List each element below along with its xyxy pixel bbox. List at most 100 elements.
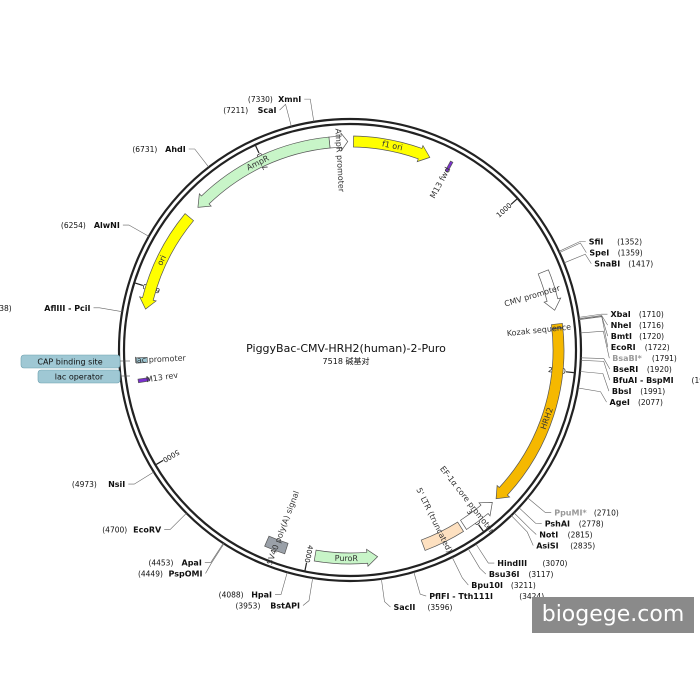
site-name-ahdi: AhdI (165, 145, 186, 154)
feature-m13-rev: M13 rev (137, 371, 179, 384)
site-name-spei: SpeI (589, 249, 609, 258)
site-pos-ppumi: (2710) (594, 508, 619, 517)
site-pos-xmni: (7330) (248, 95, 273, 104)
lac-operator-tag: lac operator (37, 369, 130, 384)
site-scai: ScaI(7211) (223, 103, 292, 127)
feature-label-f1-ori: f1 ori (381, 139, 403, 152)
feature-shape-cmv-promoter (537, 269, 562, 311)
site-leader-bstapi (302, 577, 314, 606)
feature-shape-hrh2 (495, 322, 565, 500)
site-leader-bseri (580, 357, 611, 370)
site-leader-xmni (304, 98, 315, 122)
site-name-xmni: XmnI (278, 95, 301, 104)
tick-1000 (510, 198, 518, 205)
feature-puror: PuroR (313, 548, 379, 568)
site-leader-bbsi (579, 371, 610, 392)
site-pos-xbai: (1710) (639, 310, 664, 319)
tick-7000 (255, 145, 260, 154)
site-pos-ecorv: (4700) (102, 525, 127, 534)
site-pos-bsu36i: (3117) (528, 570, 553, 579)
site-snabi: SnaBI(1417) (563, 253, 653, 269)
watermark-logo: biogege.com (532, 597, 694, 633)
plasmid-name: PiggyBac-CMV-HRH2(human)-2-Puro (246, 342, 446, 355)
site-sacii: SacII(3596) (381, 578, 453, 612)
site-bsabi: BsaBI*(1791) (580, 330, 677, 363)
site-name-bfuai-bspmi: BfuAI - BspMI (613, 376, 674, 385)
site-name-apai: ApaI (182, 558, 202, 567)
feature-lac-promoter: lac promoter (134, 354, 186, 366)
feature-shape-ef-1-core-promoter (460, 502, 493, 530)
site-pos-pspomi: (4449) (138, 569, 163, 578)
tick-label-4000: 4000 (303, 544, 314, 563)
site-leader-nsii (128, 471, 154, 485)
site-leader-asisi (510, 515, 534, 546)
site-leader-ahdi (188, 148, 210, 168)
site-leader-snabi (563, 253, 592, 264)
feature-5-ltr-truncated: 5' LTR (truncated) (414, 486, 464, 554)
site-pos-hpai: (4088) (219, 590, 244, 599)
site-ecorv: EcoRV (4700) (102, 512, 187, 534)
site-leader-bfuai-bspmi (580, 360, 611, 381)
site-pos-alwni: (6254) (61, 221, 86, 230)
site-afliii-pcii: AflIII - PciI(5838) (0, 304, 123, 313)
site-name-bpu10i: Bpu10I (471, 581, 503, 590)
site-bpu10i: Bpu10I(3211) (451, 557, 536, 590)
site-nsii: NsiI(4973) (72, 471, 154, 489)
site-leader-agei (577, 387, 607, 403)
site-name-agei: AgeI (610, 398, 630, 407)
site-name-nhei: NheI (611, 321, 632, 330)
site-pos-bbsi: (1991) (640, 387, 665, 396)
site-name-ecorv: EcoRV (133, 525, 162, 534)
feature-m13-fwd: M13 fwd (428, 160, 454, 200)
site-name-pflfi-tth111i: PflFI - Tth111I (429, 592, 493, 601)
plasmid-length: 7518 碱基对 (323, 356, 370, 366)
site-asisi: AsiSI(2835) (510, 515, 595, 550)
feature-shape-puror (313, 548, 379, 568)
site-name-bseri: BseRI (613, 365, 638, 374)
feature-ori: ori (138, 213, 195, 310)
site-name-xbai: XbaI (610, 310, 630, 319)
feature-cmv-promoter: CMV promoter (503, 269, 562, 311)
feature-label-ori: ori (155, 254, 168, 267)
center-title: PiggyBac-CMV-HRH2(human)-2-Puro 7518 碱基对 (246, 342, 446, 366)
cap-binding-site-label: CAP binding site (37, 358, 102, 367)
site-pos-bstapi: (3953) (235, 601, 260, 610)
site-pos-spei: (1359) (618, 249, 643, 258)
site-leader-apai (204, 543, 224, 563)
site-pos-bfuai-bspmi: (1933) (692, 376, 700, 385)
feature-hrh2: HRH2 (495, 322, 565, 500)
site-pos-afliii-pcii: (5838) (0, 304, 12, 313)
site-ppumi: PpuMI* (2710) (527, 497, 619, 517)
feature-shape-5-ltr-truncated (420, 521, 464, 551)
lac-operator-label: lac operator (55, 373, 104, 382)
site-leader-ecorv (164, 512, 187, 530)
site-apai: ApaI(4453) (148, 543, 224, 567)
site-bfuai-bspmi: BfuAI - BspMI (1933) (580, 360, 700, 385)
site-pos-noti: (2815) (568, 530, 593, 539)
site-leader-ppumi (527, 497, 552, 513)
site-pshai: PshAI(2778) (518, 507, 604, 528)
feature-shape-m13-fwd (444, 160, 454, 173)
site-pos-ecori: (1722) (645, 343, 670, 352)
site-name-ecori: EcoRI (611, 343, 636, 352)
site-name-pshai: PshAI (545, 519, 570, 528)
site-pos-agei: (2077) (638, 398, 663, 407)
feature-shape-sv40-poly-a-signal (264, 535, 289, 555)
site-leader-pflfi-tth111i (413, 571, 427, 597)
site-pos-pflfi-tth111i: (3424) (519, 592, 544, 601)
site-pos-scai: (7211) (223, 106, 248, 115)
feature-shape-lac-promoter (135, 357, 148, 364)
tick-3000 (478, 524, 484, 532)
feature-ampr: AmpR (197, 136, 331, 208)
site-name-bbsi: BbsI (612, 387, 632, 396)
site-pos-asisi: (2835) (570, 541, 595, 550)
site-name-bsu36i: Bsu36I (489, 570, 520, 579)
site-leader-hpai (275, 572, 288, 595)
site-leader-sacii (381, 578, 391, 608)
site-pos-bmti: (1720) (639, 332, 664, 341)
site-name-ppumi: PpuMI* (554, 508, 587, 517)
site-leader-ecori (578, 316, 609, 348)
site-name-sfii: SfiI (589, 238, 604, 247)
site-pos-nsii: (4973) (72, 480, 97, 489)
tags-layer: CAP binding site lac operator (20, 354, 130, 384)
